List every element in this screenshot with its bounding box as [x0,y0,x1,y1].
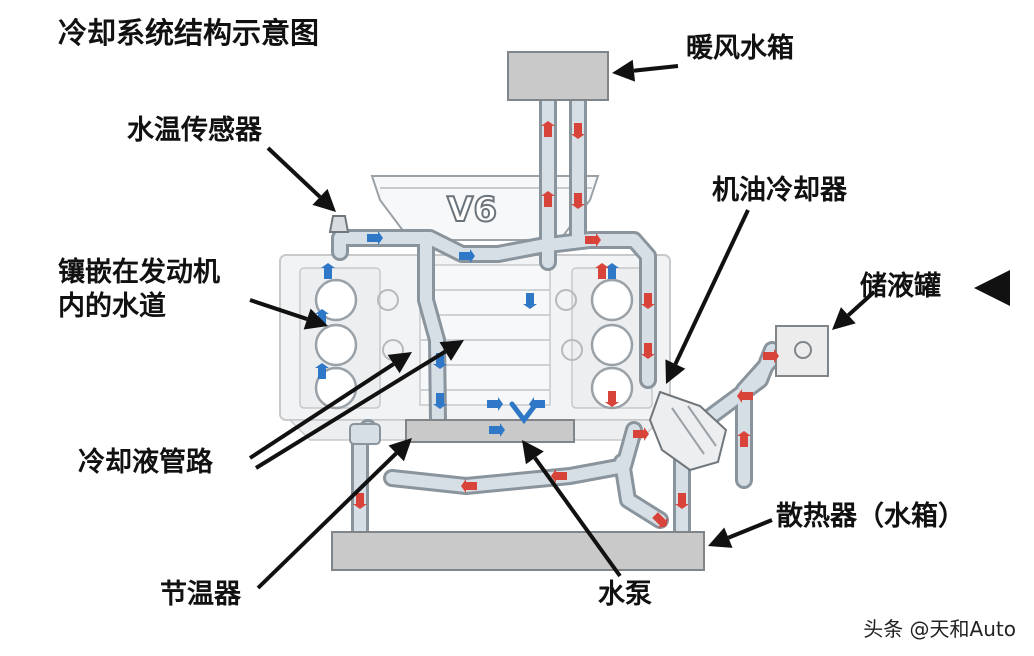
cold-flow-arrow-7 [487,397,503,411]
radiator [331,531,705,571]
cold-flow-arrow-11 [489,423,505,437]
hot-flow-arrow-13 [541,191,555,207]
pointer-line-oil-cooler [673,209,750,365]
label-water-jacket-line2: 内的水道 [58,291,166,322]
pointer-head-water-pump [522,440,544,465]
pointer-line-heater-core [633,64,679,73]
hot-flow-arrow-21 [353,493,367,509]
reservoir-marker-icon [974,270,1010,306]
hot-flow-arrow-19 [595,263,609,279]
label-thermostat: 节温器 [160,579,241,610]
oil-cooler [648,390,728,472]
label-water-jacket-line1: 镶嵌在发动机 [58,257,220,288]
pointer-line-coolant-pipe-2 [254,349,447,470]
cold-flow-arrow-4 [315,363,329,379]
cold-flow-arrow-6 [433,393,447,409]
hot-flow-arrow-14 [571,123,585,139]
hot-flow-arrow-29 [652,512,668,528]
pointer-line-thermostat [256,451,398,590]
thermostat-housing [349,423,381,445]
pointer-head-water-jacket [303,308,328,330]
hot-flow-arrow-25 [737,431,751,447]
hot-flow-arrow-16 [585,233,601,247]
cold-flow-arrow-1 [459,249,475,263]
label-reservoir: 储液罐 [860,271,941,302]
hot-flow-arrow-28 [633,427,649,441]
pointer-head-coolant-pipe-2 [439,340,464,361]
pointer-head-coolant-pipe [387,352,412,374]
temp-sensor [328,215,350,233]
label-temp-sensor: 水温传感器 [127,115,262,146]
hot-flow-arrow-18 [641,343,655,359]
watermark: 头条 @天和Auto [863,617,1016,641]
reservoir [775,325,829,377]
hot-flow-arrow-12 [541,121,555,137]
diagram-title: 冷却系统结构示意图 [58,16,320,50]
cold-flow-arrow-2 [321,263,335,279]
pointer-head-reservoir [832,307,856,330]
hot-flow-arrow-20 [605,391,619,407]
hot-flow-arrow-15 [571,193,585,209]
pointer-line-reservoir [846,290,876,317]
label-water-pump: 水泵 [598,579,652,610]
pointer-line-coolant-pipe [248,362,395,460]
label-heater-core: 暖风水箱 [686,33,794,64]
hot-flow-arrow-27 [737,389,753,403]
cold-flow-arrow-10 [523,293,537,309]
pointer-line-radiator [727,518,773,540]
pointer-line-temp-sensor [266,146,322,199]
engine-block [279,254,671,441]
pointer-head-oil-cooler [665,359,686,384]
hot-flow-arrow-22 [675,493,689,509]
heater-core [507,51,609,101]
pointer-line-water-pump [533,456,622,578]
cold-flow-arrow-9 [605,263,619,279]
hot-flow-arrow-17 [641,293,655,309]
pointer-head-temp-sensor [312,188,336,212]
flow-markers [315,121,779,528]
hot-flow-arrow-26 [763,349,779,363]
pointer-line-water-jacket [249,298,308,321]
hot-flow-arrow-24 [551,469,567,483]
hot-flow-arrow-23 [461,479,477,493]
label-coolant-pipe: 冷却液管路 [78,447,213,478]
engine-badge: V6 [447,190,497,230]
pointer-head-heater-core [612,59,636,82]
cold-flow-arrow-0 [367,231,383,245]
label-radiator: 散热器（水箱） [776,501,965,532]
pointer-arrows [248,59,1010,590]
pointer-head-thermostat [388,438,412,462]
label-oil-cooler: 机油冷却器 [712,175,847,206]
pointer-head-radiator [708,527,733,548]
pump-flow-split-icon [509,401,539,425]
